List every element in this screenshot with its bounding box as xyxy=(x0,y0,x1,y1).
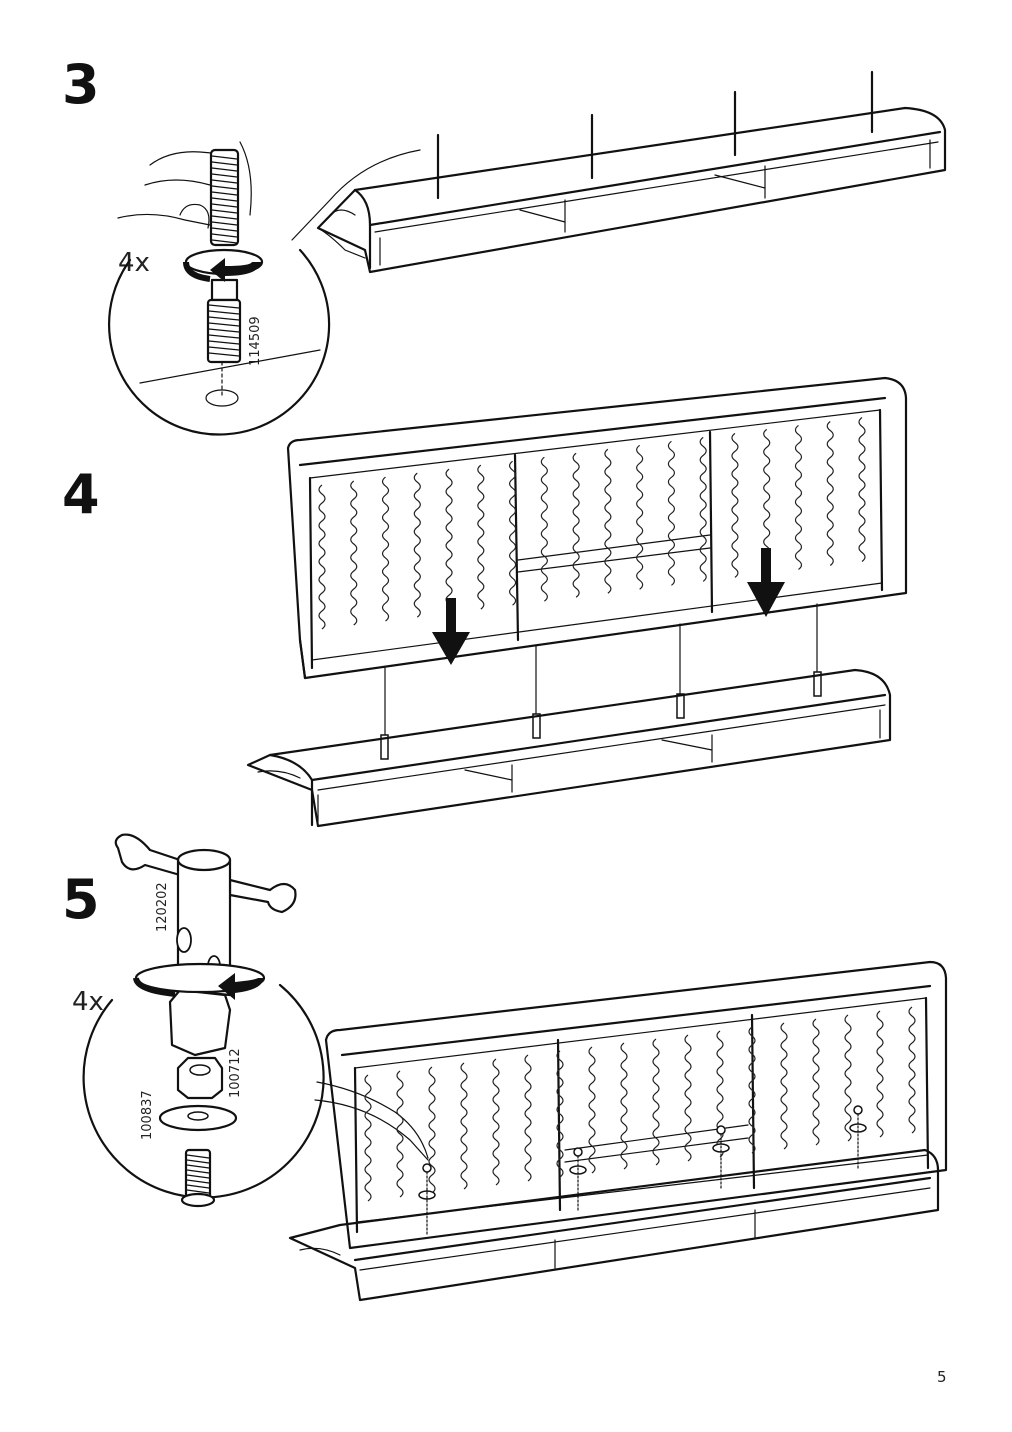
hex-key-tool-icon xyxy=(114,833,297,1057)
hole-icon xyxy=(205,389,239,407)
part-number-washer: 100837 xyxy=(140,1090,155,1140)
nut-icon xyxy=(176,1056,224,1100)
hand-icon xyxy=(117,141,252,229)
part-number-hex-tool: 120202 xyxy=(155,882,170,932)
washer-icon xyxy=(158,1104,238,1132)
page-number: 5 xyxy=(937,1368,947,1386)
down-arrow-icon xyxy=(747,548,785,617)
frame-base-step4 xyxy=(246,668,892,828)
rotate-arrow-icon xyxy=(183,248,264,282)
assembled-sofa-frame xyxy=(288,960,948,1302)
springs-step5 xyxy=(364,1006,916,1202)
step-4-number: 4 xyxy=(62,463,100,526)
detail-circle-5 xyxy=(82,983,325,1199)
part-number-nut: 100712 xyxy=(228,1048,243,1098)
threaded-bolt-icon xyxy=(206,148,242,364)
fasteners-step5 xyxy=(418,1105,867,1237)
threaded-bolt-icon xyxy=(180,1148,216,1208)
down-arrow-icon xyxy=(432,598,470,665)
part-number-bolt: 114509 xyxy=(248,316,263,366)
step-5-quantity: 4x xyxy=(72,987,104,1017)
frame-base-step3 xyxy=(316,106,947,274)
step-3-number: 3 xyxy=(62,53,100,116)
step-5-number: 5 xyxy=(62,868,100,931)
rotate-arrow-icon xyxy=(133,962,266,1000)
guide-lines-step4 xyxy=(384,603,818,736)
step-3-quantity: 4x xyxy=(118,248,150,278)
bolts-step4 xyxy=(380,671,822,760)
springs-step4 xyxy=(318,417,866,630)
bolts-step3 xyxy=(436,70,874,200)
backrest-frame xyxy=(286,376,908,680)
